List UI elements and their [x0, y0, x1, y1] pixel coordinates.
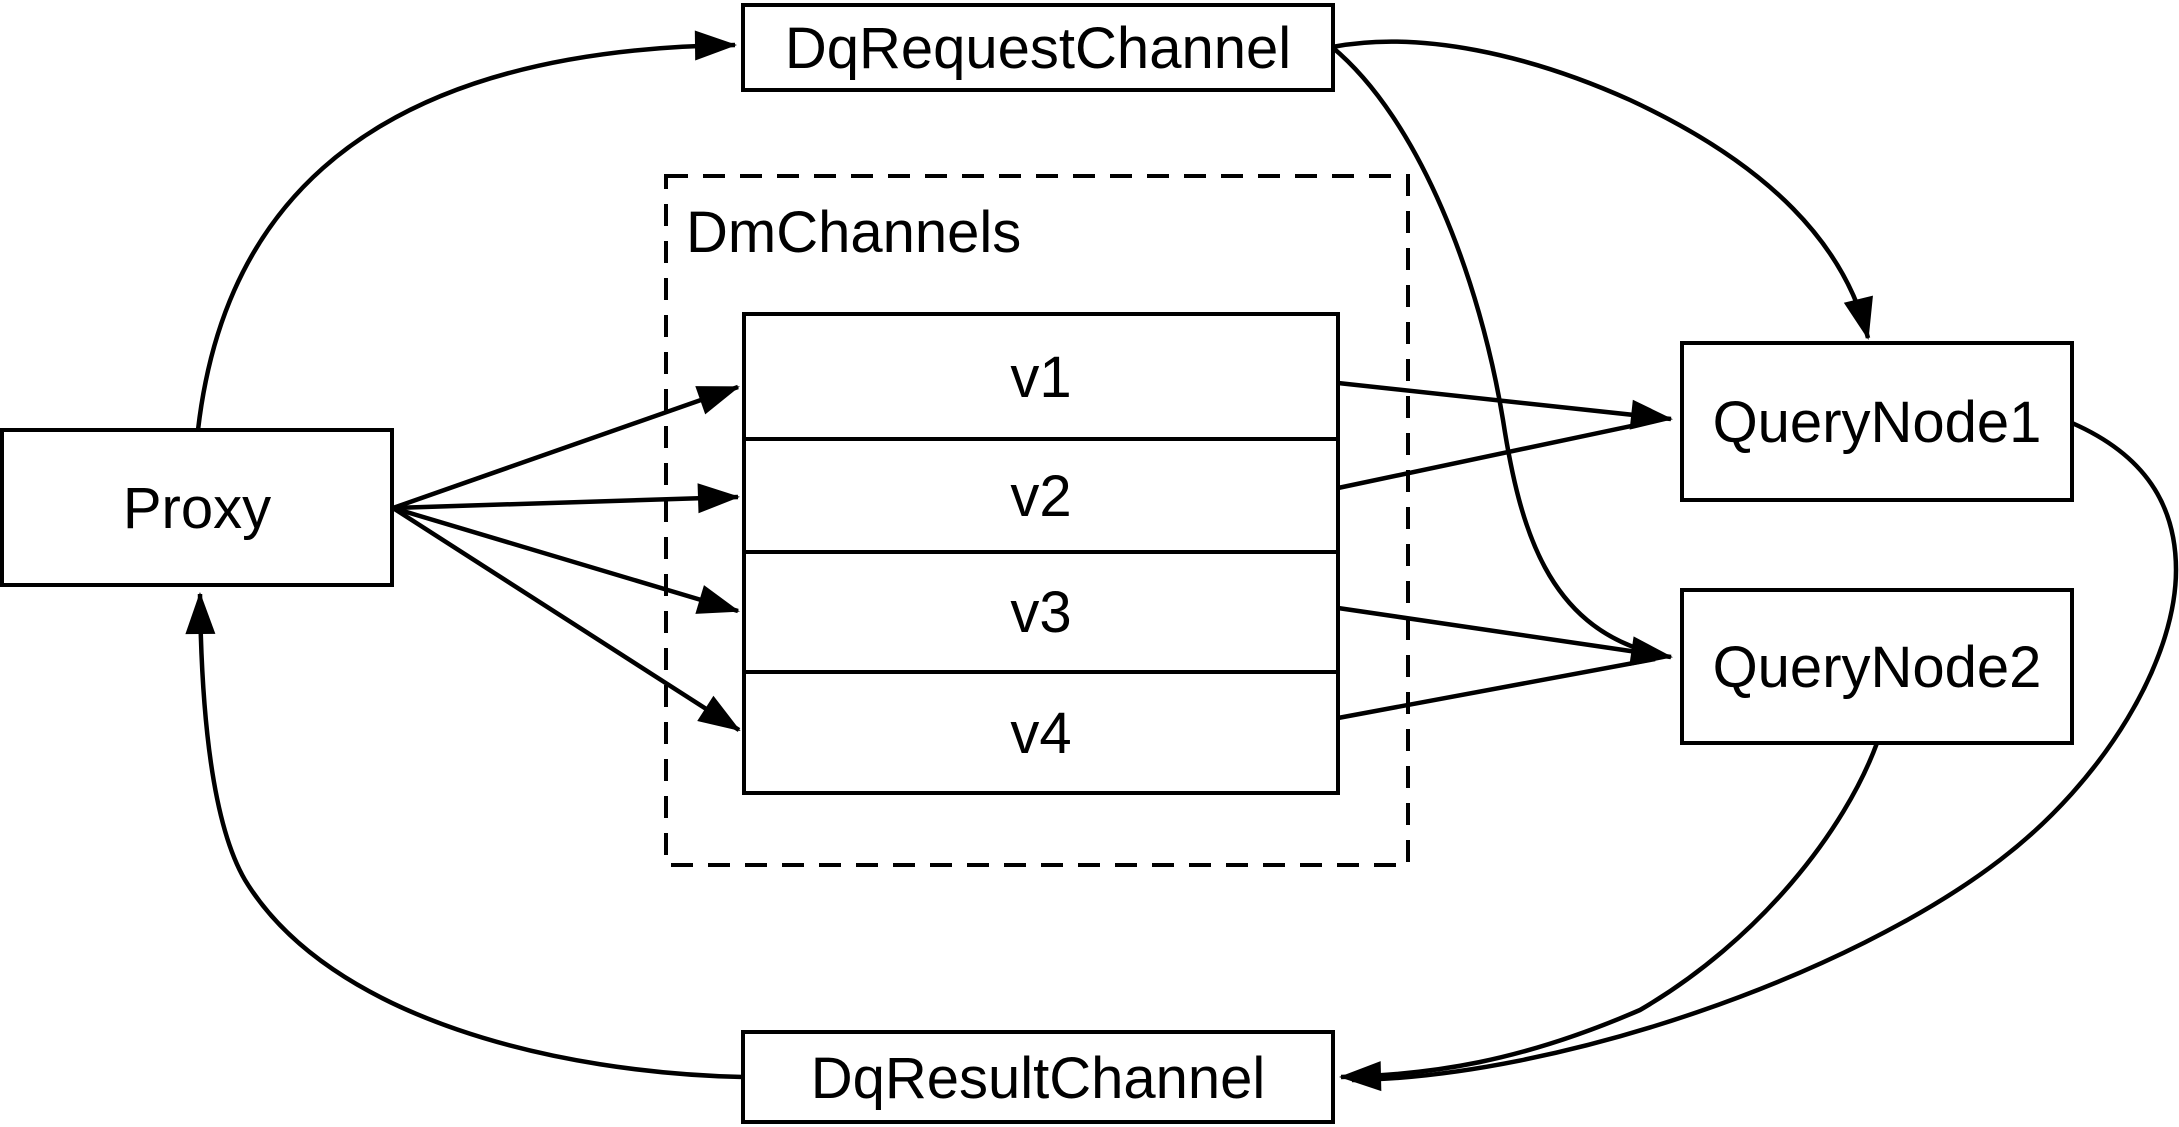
- edge-querynode1-to-dqresultchannel: [1351, 420, 2179, 1083]
- edge-querynode2-to-dqresultchannel: [1339, 742, 1880, 1092]
- edge-v4-to-querynode2: [1337, 656, 1656, 721]
- channel-v1-label: v1: [1010, 345, 1071, 410]
- edge-v3-to-querynode2: [1337, 605, 1673, 667]
- channel-v4-label: v4: [1010, 701, 1071, 766]
- dqrequestchannel-node-box: [741, 3, 1335, 92]
- edge-dqrequestchannel-to-querynode1: [1331, 39, 1873, 340]
- edge-proxy-to-v1: [392, 384, 740, 511]
- edge-proxy-to-dqrequestchannel: [195, 30, 737, 431]
- edge-proxy-to-v2: [392, 483, 740, 514]
- edge-v2-to-querynode1: [1337, 418, 1656, 491]
- dqresultchannel-node-box: [741, 1030, 1335, 1124]
- proxy-node-label: Proxy: [123, 476, 271, 541]
- querynode2-node-box: [1680, 588, 2074, 745]
- dmchannels-group-box: [664, 174, 1410, 867]
- edge-proxy-to-v4: [391, 506, 741, 732]
- edge-dqresultchannel-to-proxy: [185, 592, 744, 1080]
- querynode1-node-box: [1680, 341, 2074, 502]
- edge-v1-to-querynode1: [1337, 380, 1673, 430]
- channel-v2-label: v2: [1010, 464, 1071, 529]
- dqrequestchannel-node-label: DqRequestChannel: [785, 16, 1291, 81]
- edge-dqrequestchannel-to-querynode2: [1330, 45, 1653, 656]
- edge-proxy-to-v3: [392, 505, 740, 614]
- querynode1-node-label: QueryNode1: [1713, 390, 2042, 455]
- dmchannels-group-label: DmChannels: [686, 200, 1021, 265]
- proxy-node-box: [0, 428, 394, 587]
- channel-v3-label: v3: [1010, 580, 1071, 645]
- dqresultchannel-node-label: DqResultChannel: [811, 1046, 1266, 1111]
- querynode2-node-label: QueryNode2: [1713, 635, 2042, 700]
